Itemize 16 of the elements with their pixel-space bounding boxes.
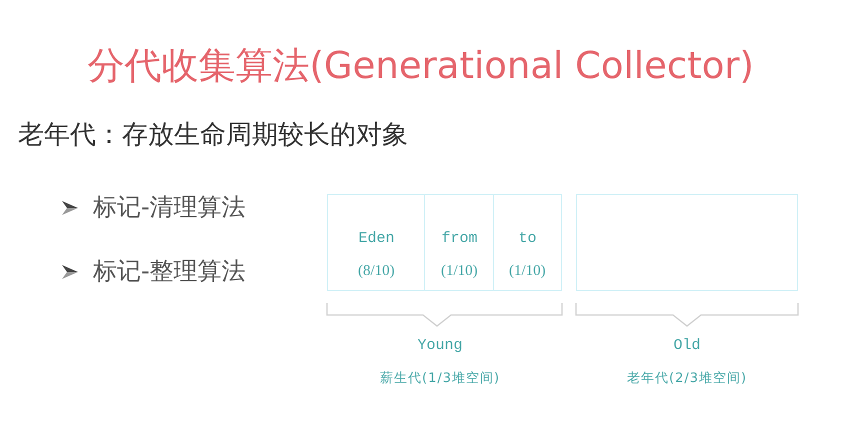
- memory-region-box: [576, 194, 798, 291]
- region-label: Young: [418, 336, 463, 354]
- region-caption: 老年代(2/3堆空间): [627, 372, 748, 386]
- ratio-label: (8/10): [358, 262, 395, 280]
- cell-label: Eden: [358, 230, 395, 247]
- cell-label: from: [442, 230, 478, 247]
- memory-region-box: [327, 194, 562, 291]
- subtitle: 老年代：存放生命周期较长的对象: [18, 121, 408, 151]
- cell-label: to: [518, 230, 537, 247]
- region-label: Old: [674, 336, 701, 354]
- ratio-label: (1/10): [441, 262, 478, 280]
- ratio-label: (1/10): [509, 262, 546, 280]
- list-item: 标记-清理算法: [93, 194, 246, 222]
- list-item: 标记-整理算法: [93, 258, 246, 286]
- region-caption: 薪生代(1/3堆空间): [380, 372, 500, 386]
- title: 分代收集算法(Generational Collector): [88, 44, 754, 88]
